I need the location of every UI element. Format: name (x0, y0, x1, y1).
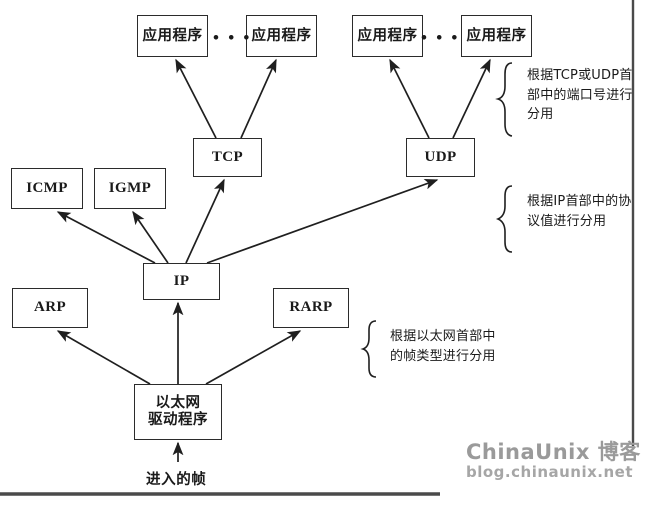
edge-udp-app4 (452, 58, 491, 139)
edge-tcp-app2 (240, 58, 277, 139)
node-igmp[interactable]: IGMP (94, 168, 166, 209)
node-icmp-label: ICMP (26, 179, 68, 196)
edge-ip-tcp (185, 178, 225, 264)
node-ip[interactable]: IP (143, 263, 220, 300)
edge-udp-app3 (389, 58, 430, 139)
edge-ip-igmp (132, 210, 169, 264)
edge-tcp-app1 (175, 58, 217, 139)
annotation-protocol-line2: 议值进行分用 (527, 213, 607, 229)
annotation-port-demux: 根据TCP或UDP首 部中的端口号进行 分用 (527, 66, 633, 125)
node-udp[interactable]: UDP (406, 138, 475, 177)
node-tcp-label: TCP (211, 148, 244, 165)
ellipsis-left: • • • (213, 28, 252, 47)
node-app4[interactable]: 应用程序 (461, 15, 532, 57)
edge-ip-icmp (56, 211, 156, 264)
annotation-port-line2: 部中的端口号进行 (527, 87, 633, 103)
node-tcp[interactable]: TCP (193, 138, 262, 177)
brace-frametype (360, 320, 377, 378)
node-app3[interactable]: 应用程序 (352, 15, 423, 57)
brace-protocol (495, 185, 513, 253)
node-app1-label: 应用程序 (142, 27, 203, 44)
node-icmp[interactable]: ICMP (11, 168, 83, 209)
node-igmp-label: IGMP (108, 179, 152, 196)
annotation-protocol-demux: 根据IP首部中的协 议值进行分用 (527, 192, 631, 231)
node-arp-label: ARP (33, 299, 67, 316)
node-rarp-label: RARP (289, 299, 333, 316)
node-app1[interactable]: 应用程序 (137, 15, 208, 57)
brace-port (495, 62, 513, 137)
watermark-url: blog.chinaunix.net (466, 463, 634, 481)
watermark-title: ChinaUnix 博客 (466, 440, 641, 464)
annotation-protocol-line1: 根据IP首部中的协 (527, 194, 632, 209)
edge-ethernet-rarp (205, 330, 302, 385)
node-ethernet-driver[interactable]: 以太网 驱动程序 (134, 384, 222, 440)
node-ip-label: IP (173, 272, 190, 289)
annotation-frametype-demux: 根据以太网首部中 的帧类型进行分用 (390, 327, 496, 366)
node-arp[interactable]: ARP (12, 288, 88, 328)
incoming-frame-caption: 进入的帧 (146, 472, 207, 488)
node-app2[interactable]: 应用程序 (246, 15, 317, 57)
node-ethernet-label-line2: 驱动程序 (148, 412, 208, 428)
node-ethernet-label-line1: 以太网 (155, 395, 201, 412)
ellipsis-right: • • • (421, 28, 460, 47)
node-app3-label: 应用程序 (357, 27, 418, 44)
node-app4-label: 应用程序 (466, 27, 527, 44)
annotation-port-line3: 分用 (527, 107, 554, 122)
edge-ethernet-arp (56, 330, 151, 385)
node-rarp[interactable]: RARP (273, 288, 349, 328)
annotation-frametype-line2: 的帧类型进行分用 (390, 348, 496, 364)
node-app2-label: 应用程序 (251, 27, 312, 44)
annotation-port-line1: 根据TCP或UDP首 (527, 68, 633, 83)
annotation-frametype-line1: 根据以太网首部中 (390, 329, 496, 344)
edge-ip-udp (206, 179, 439, 264)
node-udp-label: UDP (424, 148, 457, 165)
